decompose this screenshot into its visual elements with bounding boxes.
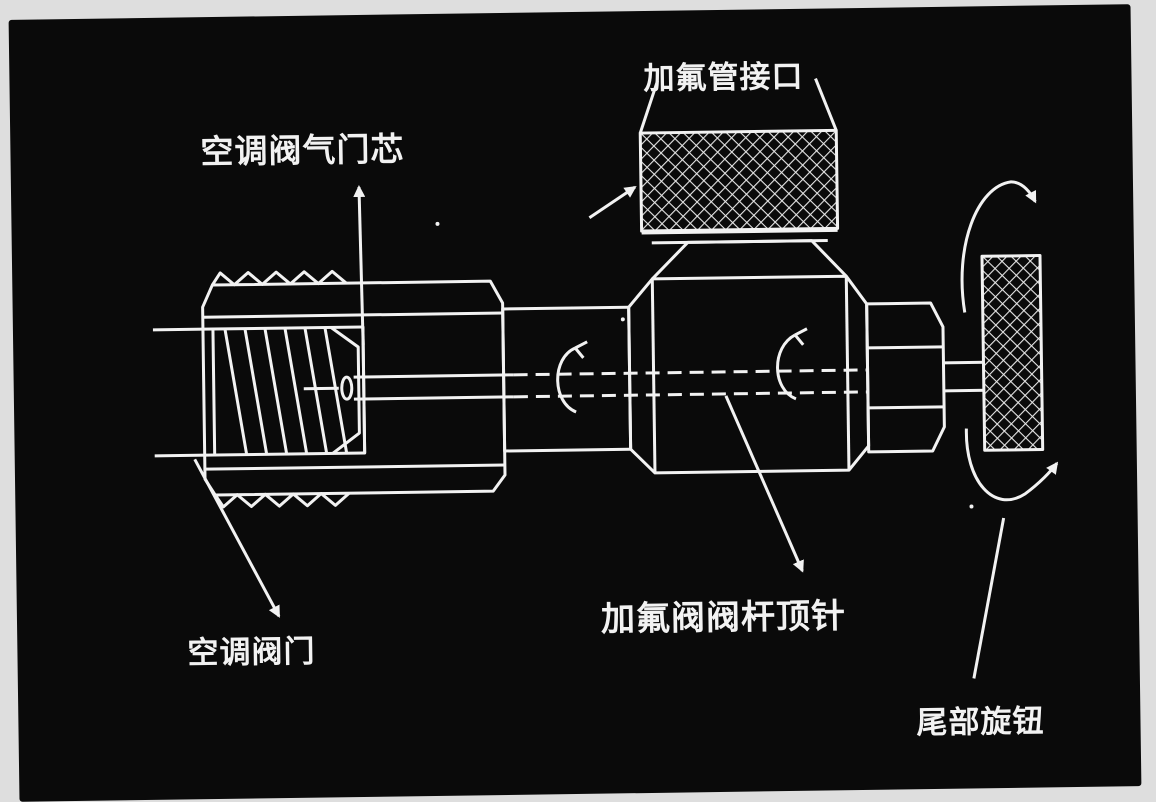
leader-valve-stem (726, 395, 802, 572)
knob-shaft (943, 362, 985, 391)
leader-tail-knob (972, 518, 1006, 678)
leader-ac-valve (195, 458, 279, 617)
leader-valve-core (359, 187, 363, 345)
label-valve-core: 空调阀气门芯 (200, 122, 405, 173)
label-tail-knob: 尾部旋钮 (916, 695, 1045, 742)
label-charging-port: 加氟管接口 (643, 51, 804, 98)
tail-knob (982, 255, 1043, 450)
charging-port-neck (652, 240, 846, 279)
coupling-nut (202, 269, 505, 507)
diagram-screen: 空调阀气门芯 加氟管接口 空调阀门 加氟阀阀杆顶针 尾部旋钮 (9, 4, 1142, 802)
stem-rotation-arrow-right (777, 329, 808, 399)
middle-sleeve (503, 307, 631, 451)
valve-diagram (9, 4, 1142, 802)
label-ac-valve: 空调阀门 (187, 626, 316, 673)
tee-body (628, 276, 869, 473)
leader-charging-port (589, 187, 635, 218)
label-valve-stem-pin: 加氟阀阀杆顶针 (601, 588, 847, 640)
valve-stem-dashed (514, 370, 868, 397)
speckles (435, 214, 973, 515)
hex-nut (867, 303, 945, 452)
charging-port-fitting (640, 78, 838, 243)
stem-rotation-arrow-left (557, 342, 588, 412)
